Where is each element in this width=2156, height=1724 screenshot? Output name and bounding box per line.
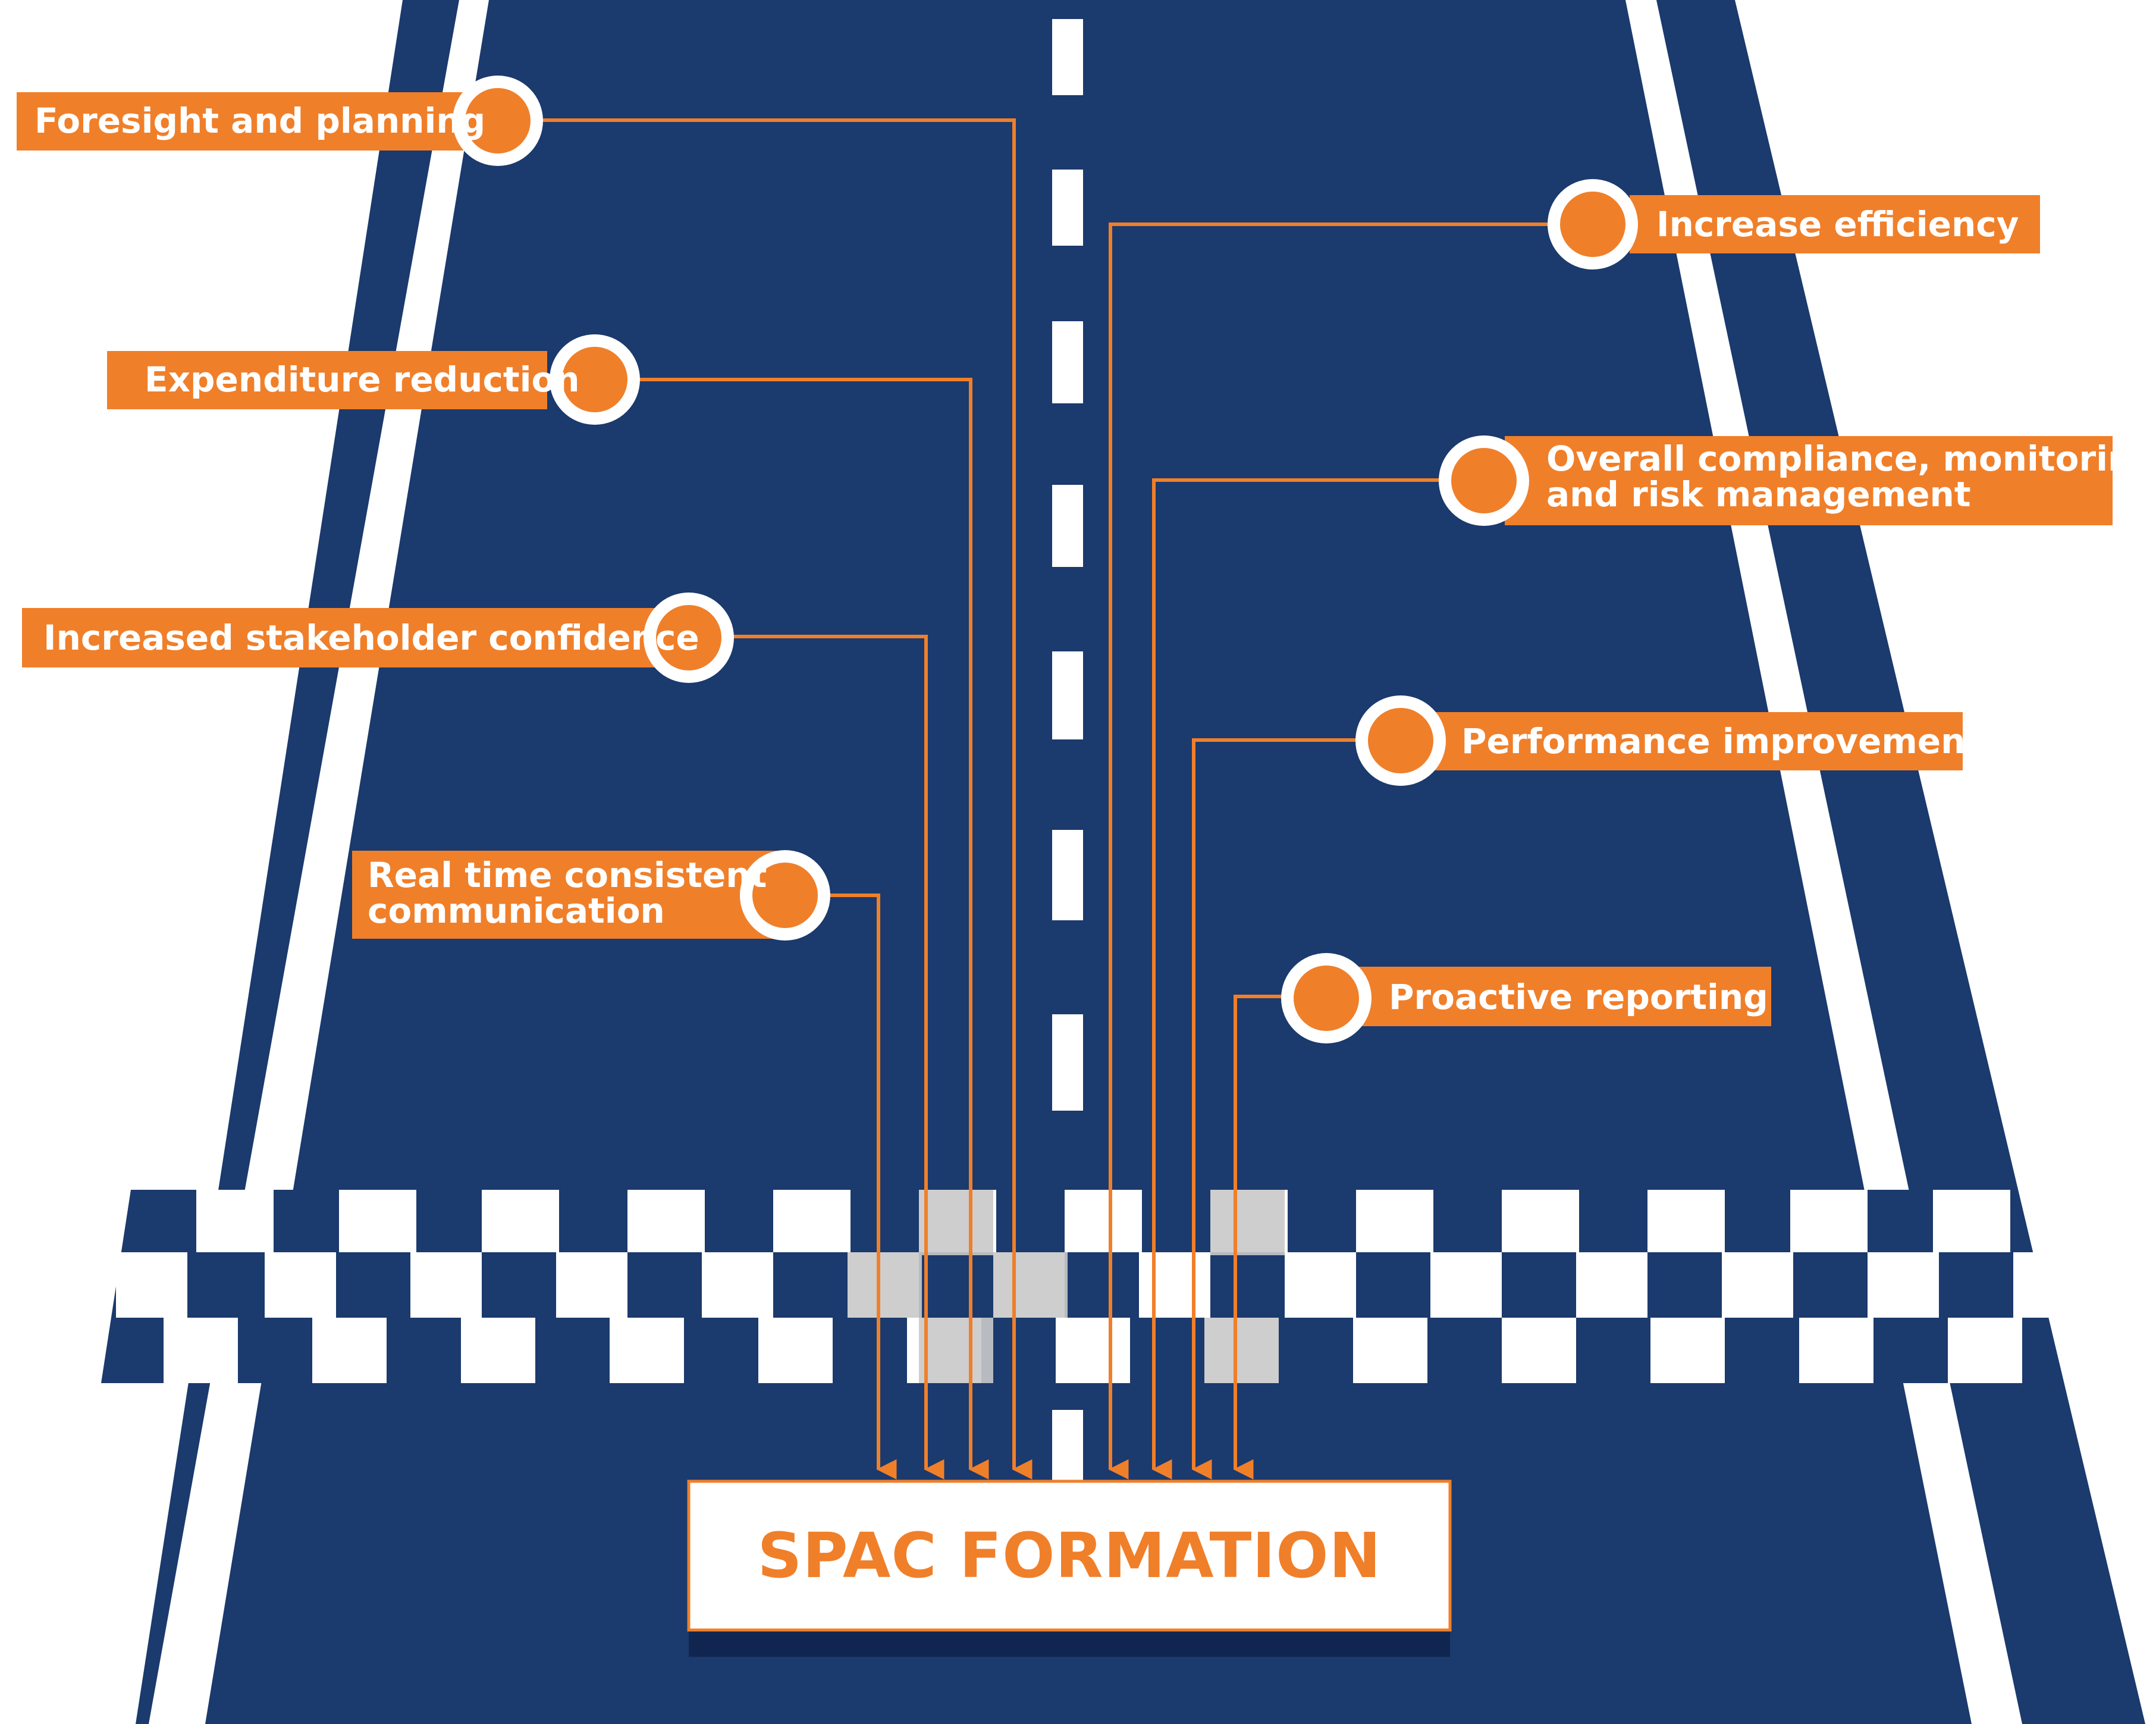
connector-foresight [538,118,1033,1479]
check-shade-1 [919,1318,993,1383]
box-communication [352,851,777,939]
node-compliance [1439,435,1529,526]
check-bottom-6 [1056,1318,1130,1383]
check-mid-3 [556,1252,627,1318]
destination-label: SPAC FORMATION [757,1519,1382,1592]
node-stakeholder [644,593,734,683]
check-mid-12 [1868,1252,1939,1318]
label-efficiency: Increase efficiency [1656,204,2019,245]
box-stakeholder [22,608,664,667]
box-reporting [1350,967,1771,1026]
label-reporting: Proactive reporting [1389,977,1768,1017]
check-bottom-10 [1650,1318,1725,1383]
check-top-9 [1502,1190,1579,1252]
connector-compliance [1151,478,1441,1479]
node-reporting [1281,953,1372,1043]
check-mid-7 [1139,1252,1210,1318]
node-communication [740,850,830,941]
check-mid-13 [2013,1252,2085,1318]
box-performance [1424,712,1963,770]
label-communication-line-2: communication [368,891,665,931]
check-bottom-3 [610,1318,684,1383]
label-communication-line-1: Real time consistent [368,855,767,895]
connector-expenditure [636,378,989,1479]
box-expenditure [107,351,547,409]
check-bottom-4 [758,1318,833,1383]
check-bottom-12 [1948,1318,2022,1383]
node-circles [453,76,1638,1043]
check-bottom-11 [1799,1318,1873,1383]
check-shade-3 [1204,1318,1279,1383]
check-top-3 [627,1190,705,1252]
check-bottom-9 [1502,1318,1576,1383]
destination-box [687,1479,1452,1657]
label-boxes [17,92,2113,1026]
check-mid-2 [410,1252,482,1318]
node-foresight [453,76,543,166]
connector-performance [1191,738,1359,1479]
check-mid-0 [116,1252,187,1318]
check-top-1 [339,1190,416,1252]
label-foresight: Foresight and planning [34,101,486,141]
check-mid-1 [265,1252,336,1318]
connector-stakeholder [732,635,944,1479]
check-shade-4 [848,1252,922,1318]
check-mid-4 [702,1252,773,1318]
check-top-4 [773,1190,851,1252]
check-top-6 [1065,1190,1142,1252]
node-expenditure [550,334,640,425]
connector-efficiency [1108,222,1552,1479]
check-shade-5 [993,1252,1068,1318]
check-mid-9 [1430,1252,1502,1318]
check-top-0 [196,1190,274,1252]
check-bottom-2 [461,1318,535,1383]
checkered-band [101,1190,2085,1383]
check-top-2 [482,1190,559,1252]
check-top-8 [1356,1190,1433,1252]
check-bottom-0 [164,1318,238,1383]
node-performance [1355,695,1446,786]
center-dashes [1052,19,1083,1493]
check-shade-2 [1210,1190,1285,1255]
check-mid-10 [1576,1252,1647,1318]
label-stakeholder: Increased stakeholder confidence [43,617,699,658]
node-efficiency [1548,179,1638,269]
box-efficiency [1630,195,2040,253]
label-expenditure: Expenditure reduction [145,359,580,400]
check-mid-11 [1722,1252,1793,1318]
check-bottom-8 [1353,1318,1427,1383]
connector-reporting [1233,995,1285,1479]
check-bottom-1 [312,1318,387,1383]
box-foresight [17,92,475,151]
check-mid-8 [1285,1252,1356,1318]
connectors [538,118,1552,1479]
label-compliance-line-2: and risk management [1546,474,1971,515]
check-shade-0 [919,1190,993,1255]
check-top-12 [1933,1190,2010,1252]
check-top-11 [1790,1190,1868,1252]
box-compliance [1505,436,2113,525]
label-compliance-line-1: Overall compliance, monitoring [1546,438,2156,479]
label-performance: Performance improvement [1461,721,1982,761]
check-top-10 [1647,1190,1725,1252]
connector-communication [828,894,897,1479]
